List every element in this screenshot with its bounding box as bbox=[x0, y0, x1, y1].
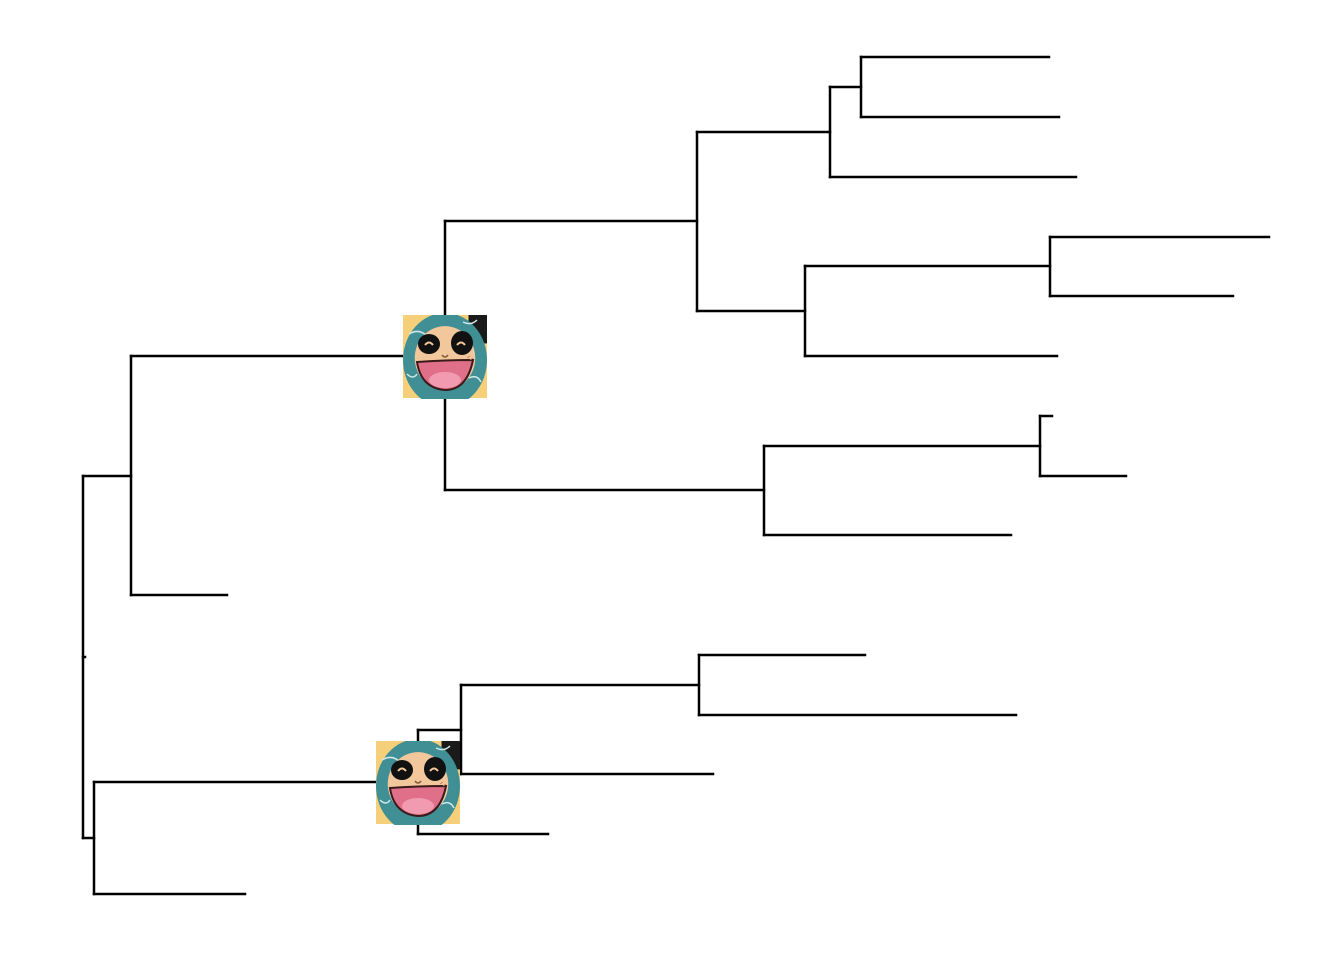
node-image-cartoon-face-icon bbox=[376, 741, 460, 825]
node-images bbox=[376, 315, 487, 825]
node-image-cartoon-face-icon bbox=[403, 315, 487, 399]
tree-branches bbox=[81, 55, 1271, 896]
